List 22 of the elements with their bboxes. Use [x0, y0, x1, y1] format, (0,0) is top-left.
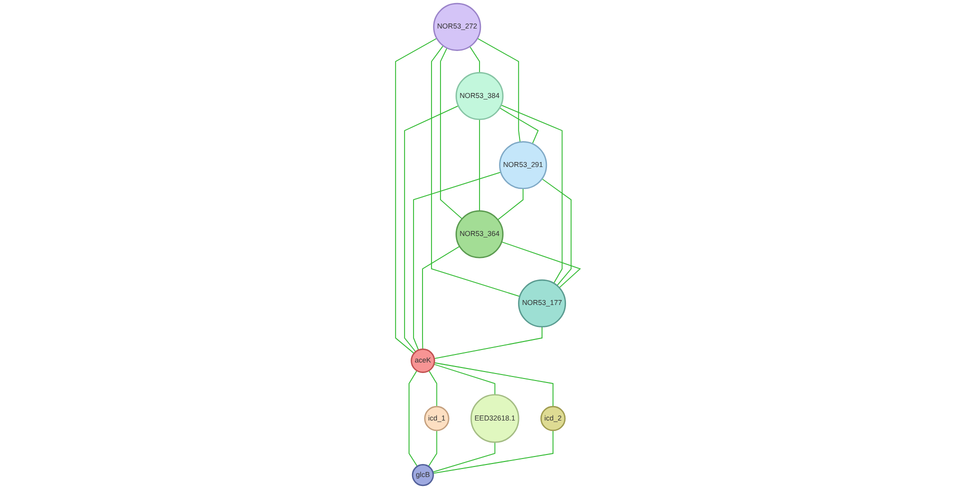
connector	[440, 48, 463, 220]
connector	[413, 172, 502, 351]
connector	[501, 241, 582, 288]
connector	[477, 38, 521, 142]
connector	[434, 326, 543, 360]
connector	[428, 370, 438, 407]
connector	[434, 362, 554, 407]
connector	[470, 46, 480, 74]
connector	[479, 118, 480, 212]
connector	[408, 370, 418, 467]
connector	[422, 246, 460, 350]
connector	[432, 442, 496, 473]
connector	[432, 430, 554, 474]
connector	[542, 178, 572, 286]
connector	[498, 188, 524, 220]
connector	[434, 364, 496, 396]
connector	[428, 430, 438, 467]
connector	[500, 104, 563, 284]
connector	[431, 45, 520, 297]
connector	[395, 38, 438, 354]
connector	[499, 107, 539, 144]
connector	[404, 105, 459, 352]
